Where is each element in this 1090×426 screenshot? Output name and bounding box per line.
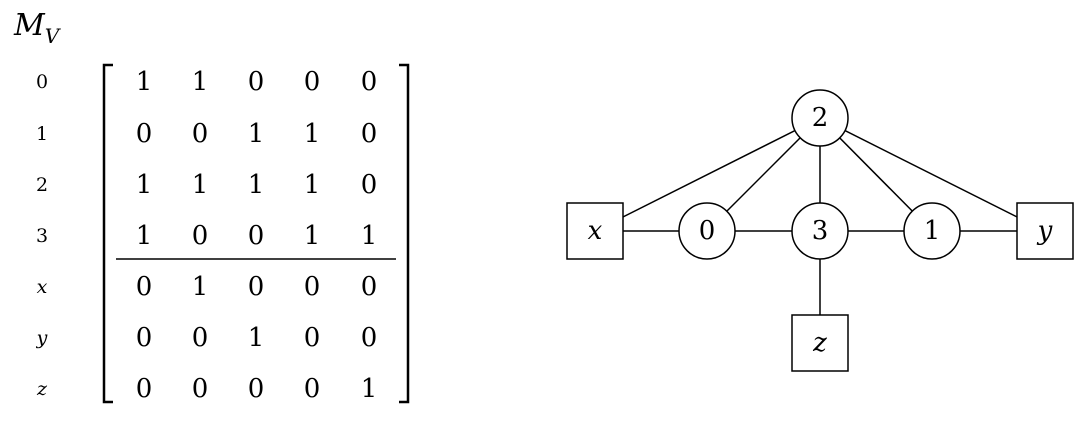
matrix-title: MV <box>14 8 59 48</box>
matrix-cell: 0 <box>361 119 378 149</box>
node-circle <box>903 202 961 260</box>
matrix-cell: 0 <box>361 323 378 353</box>
matrix-cell: 1 <box>192 272 209 302</box>
node-label: z <box>812 328 827 358</box>
row-labels: 0 1 2 3 x y z <box>36 71 48 400</box>
matrix-cell: 0 <box>304 323 321 353</box>
node-circle <box>791 89 849 147</box>
graph-nodes: 2 0 3 1 x y z <box>566 89 1074 372</box>
graph-node-z: z <box>791 314 849 372</box>
node-label: 2 <box>812 103 829 133</box>
matrix-cell: 0 <box>192 323 209 353</box>
matrix-cell: 1 <box>304 170 321 200</box>
left-bracket <box>102 63 113 404</box>
node-square <box>791 314 849 372</box>
matrix-title-subscript: V <box>44 24 60 48</box>
row-label: 1 <box>36 123 48 145</box>
matrix-cell: 0 <box>136 323 153 353</box>
node-circle <box>791 202 849 260</box>
node-label: 1 <box>924 216 941 246</box>
matrix-cell: 1 <box>192 170 209 200</box>
matrix: 0 1 2 3 x y z 1 1 0 0 0 0 0 1 1 0 1 1 1 1 0 1 0 0 1 1 0 1 0 0 0 0 0 1 0 0 0 0… <box>36 63 410 404</box>
row-label: 2 <box>36 174 48 196</box>
matrix-cell: 1 <box>304 119 321 149</box>
matrix-title-main: M <box>14 8 45 43</box>
matrix-cell: 0 <box>248 67 265 97</box>
graph-edge-2-y <box>819 117 1046 232</box>
matrix-cell: 0 <box>304 67 321 97</box>
matrix-cell: 1 <box>136 170 153 200</box>
graph-node-1: 1 <box>903 202 961 260</box>
matrix-cell: 1 <box>192 67 209 97</box>
right-bracket <box>399 63 410 404</box>
matrix-cell: 0 <box>192 374 209 404</box>
row-label: x <box>37 276 48 298</box>
node-square <box>566 202 624 260</box>
graph-node-3: 3 <box>791 202 849 260</box>
node-label: x <box>588 216 603 246</box>
matrix-cell: 0 <box>361 272 378 302</box>
matrix-cell: 0 <box>248 272 265 302</box>
matrix-cell: 0 <box>192 119 209 149</box>
node-circle <box>678 202 736 260</box>
graph-node-0: 0 <box>678 202 736 260</box>
matrix-cell: 0 <box>248 221 265 251</box>
matrix-cell: 0 <box>136 374 153 404</box>
row-label: z <box>36 378 48 400</box>
matrix-cell: 1 <box>248 323 265 353</box>
matrix-cell: 1 <box>136 67 153 97</box>
matrix-cell: 1 <box>361 221 378 251</box>
matrix-cell: 1 <box>136 221 153 251</box>
matrix-cell: 0 <box>136 272 153 302</box>
matrix-cell: 0 <box>192 221 209 251</box>
matrix-cell: 0 <box>248 374 265 404</box>
matrix-cell: 1 <box>304 221 321 251</box>
node-label: 0 <box>699 216 716 246</box>
matrix-cell: 0 <box>304 374 321 404</box>
matrix-cell: 1 <box>248 119 265 149</box>
node-label: y <box>1037 216 1053 246</box>
matrix-cell: 0 <box>361 170 378 200</box>
matrix-cell: 0 <box>361 67 378 97</box>
matrix-cell: 1 <box>361 374 378 404</box>
graph: 2 0 3 1 x y z <box>566 89 1074 372</box>
matrix-cell: 1 <box>248 170 265 200</box>
graph-edge-2-x <box>594 117 821 232</box>
matrix-cell: 0 <box>304 272 321 302</box>
matrix-cell: 0 <box>136 119 153 149</box>
graph-node-2: 2 <box>791 89 849 147</box>
row-label: 0 <box>36 71 48 93</box>
graph-node-y: y <box>1016 202 1074 260</box>
row-label: 3 <box>36 225 48 247</box>
matrix-cells: 1 1 0 0 0 0 0 1 1 0 1 1 1 1 0 1 0 0 1 1 0 1 0 0 0 0 0 1 0 0 0 0 0 0 1 <box>136 67 378 404</box>
node-label: 3 <box>812 216 829 246</box>
node-square <box>1016 202 1074 260</box>
graph-node-x: x <box>566 202 624 260</box>
row-label: y <box>36 327 48 349</box>
